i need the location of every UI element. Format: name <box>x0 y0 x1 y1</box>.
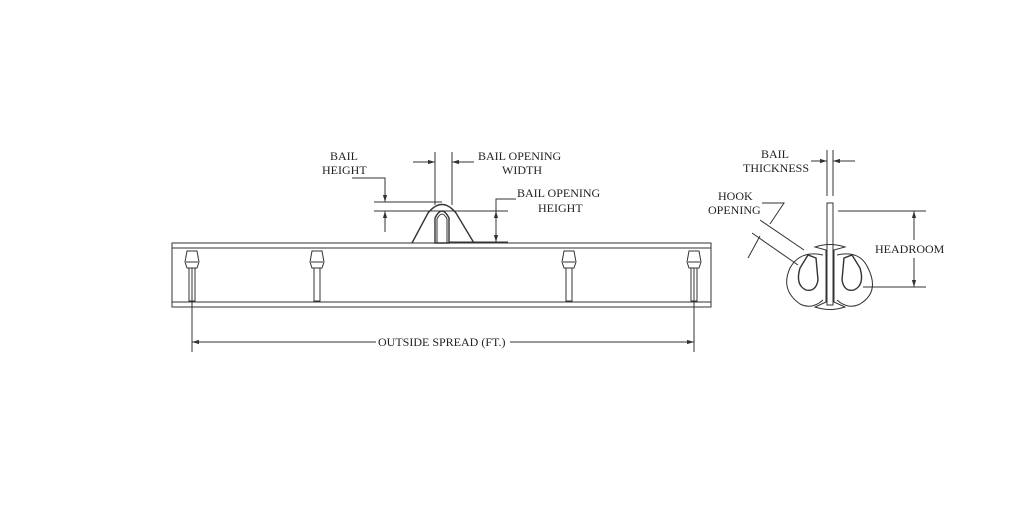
bail-plate <box>826 150 834 306</box>
front-view: BAIL OPENING WIDTH BAIL HEIGHT BAIL OPEN… <box>171 149 712 352</box>
hook-opening-dimension: HOOK OPENING <box>708 189 805 266</box>
bail-height-label-2: HEIGHT <box>322 163 367 177</box>
bail-opening-width-label-1: BAIL OPENING <box>478 149 562 163</box>
bail-thickness-label-2: THICKNESS <box>743 161 809 175</box>
hook-3 <box>561 250 577 302</box>
side-view: BAIL THICKNESS HOOK OPENING HEADROOM <box>708 147 945 310</box>
bail-opening-height-dimension: BAIL OPENING HEIGHT <box>449 186 601 243</box>
hook-left <box>786 253 824 307</box>
outside-spread-dimension: OUTSIDE SPREAD (FT.) <box>191 268 695 352</box>
headroom-label: HEADROOM <box>875 242 945 256</box>
bail-opening-height-label-2: HEIGHT <box>538 201 583 215</box>
bail-height-dimension: BAIL HEIGHT <box>322 149 508 232</box>
bail-height-label-1: BAIL <box>330 149 358 163</box>
hook-opening-label-1: HOOK <box>718 189 753 203</box>
beam <box>171 242 712 308</box>
beam-cross-section <box>813 244 847 310</box>
bail <box>411 203 475 244</box>
hook-2 <box>309 250 325 302</box>
headroom-dimension: HEADROOM <box>838 210 945 288</box>
bail-opening-height-label-1: BAIL OPENING <box>517 186 601 200</box>
bail-thickness-dimension: BAIL THICKNESS <box>743 147 855 175</box>
outside-spread-label: OUTSIDE SPREAD (FT.) <box>378 335 505 349</box>
bail-opening-width-label-2: WIDTH <box>502 163 542 177</box>
bail-thickness-label-1: BAIL <box>761 147 789 161</box>
bail-opening-width-dimension: BAIL OPENING WIDTH <box>413 149 562 205</box>
hook-right <box>836 253 873 307</box>
hook-opening-label-2: OPENING <box>708 203 761 217</box>
